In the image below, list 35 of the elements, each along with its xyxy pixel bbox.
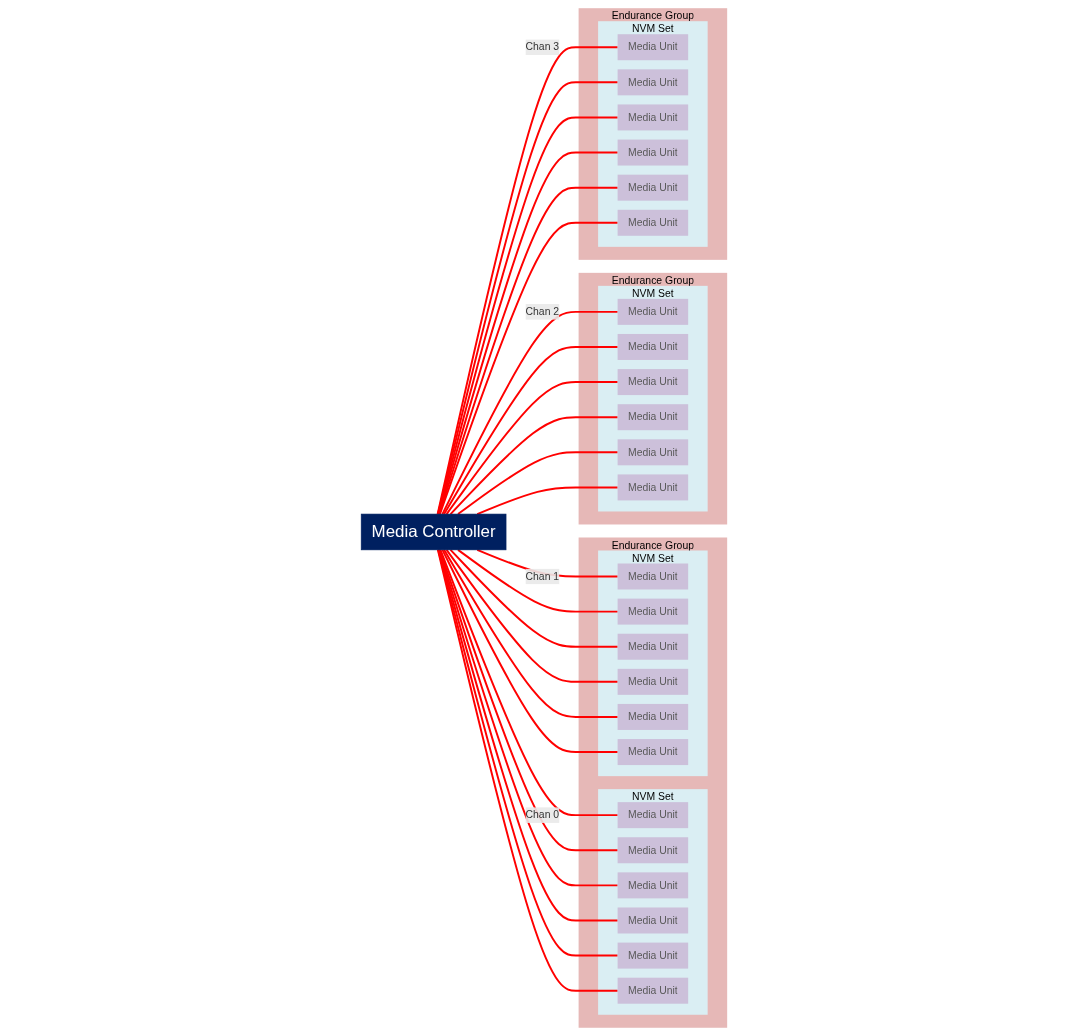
edge-label: Chan 3: [525, 41, 559, 53]
node-box: Media Unit: [617, 598, 688, 625]
node-box: Media Controller: [360, 513, 507, 551]
node-box: Media Unit: [617, 174, 688, 201]
connector: [441, 310, 619, 516]
node-box: Media Unit: [617, 104, 688, 131]
node-box: Media Unit: [617, 69, 688, 96]
node-box: Media Unit: [617, 907, 688, 934]
edge-label: Chan 2: [525, 306, 559, 318]
node-box: Media Unit: [617, 474, 688, 501]
node-box: Media Unit: [617, 802, 688, 829]
node-box: Media Unit: [617, 439, 688, 466]
node-box: Media Unit: [617, 739, 688, 766]
node-box: Media Unit: [617, 668, 688, 695]
node-box: Media Unit: [617, 209, 688, 236]
connector: [476, 486, 619, 516]
connector: [445, 381, 619, 516]
edge-label: Chan 1: [525, 570, 559, 582]
node-box: Media Unit: [617, 942, 688, 969]
node-box: Media Unit: [617, 139, 688, 166]
node-box: Media Unit: [617, 872, 688, 899]
node-box: Media Unit: [617, 369, 688, 396]
node-box: Media Unit: [617, 404, 688, 431]
node-box: Media Unit: [617, 837, 688, 864]
connector: [449, 416, 619, 516]
node-box: Media Unit: [617, 633, 688, 660]
node-box: Media Unit: [617, 563, 688, 590]
edge-label: Chan 0: [525, 809, 559, 821]
connector: [442, 346, 619, 516]
node-box: Media Unit: [617, 34, 688, 61]
node-box: Media Unit: [617, 703, 688, 730]
connector: [456, 451, 619, 516]
node-box: Media Unit: [617, 334, 688, 360]
node-box: Media Unit: [617, 977, 688, 1004]
node-box: Media Unit: [617, 298, 688, 325]
